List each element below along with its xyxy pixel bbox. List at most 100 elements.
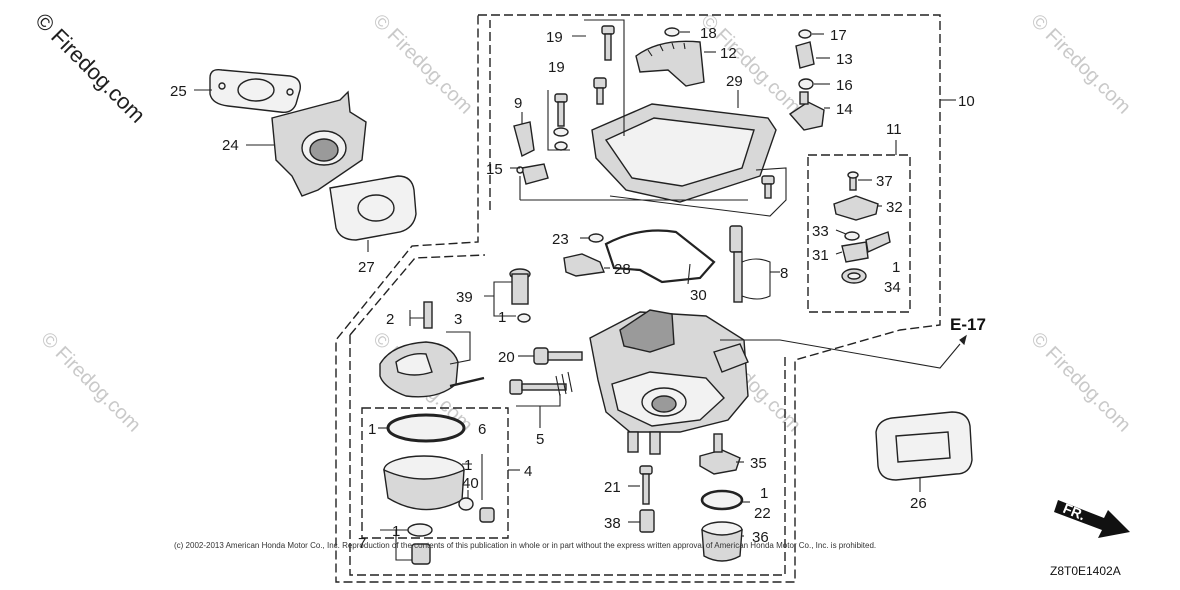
jet-38 [639,509,655,533]
callout-label: 12 [720,45,737,62]
callout-label: 19 [548,59,565,76]
screw-19a [601,25,615,61]
washer-23 [588,233,604,243]
callout-label: 29 [726,73,743,90]
callout-label: 6 [478,421,486,438]
callout-label: 39 [456,289,473,306]
plate-15 [516,163,549,185]
float-needle-8 [729,225,771,303]
float-chamber-group-4 [361,407,509,539]
drain-bolt-6 [479,507,495,523]
callout-label: 24 [222,137,239,154]
callout-label: 10 [958,93,975,110]
washer-40 [458,497,474,511]
diaphragm-35 [699,433,741,475]
front-arrow: FR. [1054,500,1130,538]
callout-label: 25 [170,83,187,100]
watermark-text: © Firedog.com [1026,328,1135,437]
callout-label: 21 [604,479,621,496]
bolt-right [761,175,775,199]
callout-label: 30 [690,287,707,304]
callout-label: 18 [700,25,717,42]
copyright-notice: (c) 2002-2013 American Honda Motor Co., … [174,541,876,550]
reference-e17: E-17 [950,315,986,346]
assembly-boundary-11 [807,154,911,313]
callout-label: 37 [876,173,893,190]
callout-label: 33 [812,223,829,240]
callout-label: 2 [386,311,394,328]
watermark-text: © Firedog.com [368,10,477,119]
bracket-28 [563,253,605,277]
callout-label: 1 [368,421,376,438]
callout-label: 8 [780,265,788,282]
screw-20 [533,347,583,365]
callout-label: 1 [392,523,400,540]
diaphragm-cover-32 [833,171,879,221]
gasket-30 [604,229,716,284]
o-ring-1f [700,489,744,511]
watermark-text: © Firedog.com [36,328,145,437]
callout-label: 17 [830,27,847,44]
arrow-right-icon [1054,500,1130,538]
callout-label: 22 [754,505,771,522]
callout-label: 1 [464,457,472,474]
callout-label: 4 [524,463,532,480]
float-3 [379,341,485,398]
callout-labels: 25 24 27 19 18 12 19 9 29 15 17 13 16 14… [170,25,975,552]
callout-label: 27 [358,259,375,276]
insulator-24 [271,90,367,197]
watermark-text: © Firedog.com [1026,10,1135,119]
gasket-26 [875,411,973,481]
callout-label: 14 [836,101,853,118]
cap-36 [701,521,743,562]
callout-label: 5 [536,431,544,448]
needle-2 [423,301,433,329]
pilot-screw-5 [509,371,573,397]
callout-label: 1 [760,485,768,502]
callout-label: 38 [604,515,621,532]
choke-parts [788,29,825,131]
callout-label: 7 [358,535,366,552]
assembly-outline [335,14,941,583]
callout-label: 34 [884,279,901,296]
gasket-27 [329,175,417,241]
washer-18 [664,27,680,37]
callout-label: 23 [552,231,569,248]
watermark-layer: © Firedog.com © Firedog.com © Firedog.co… [30,8,1135,437]
lever-31 [841,231,891,263]
callout-label: 28 [614,261,631,278]
callout-label: 1 [892,259,900,276]
jet-assembly-39 [509,268,531,323]
assembly-boundary-10 [335,14,941,583]
callout-label: 1 [498,309,506,326]
callout-label: 3 [454,311,462,328]
callout-label: 20 [498,349,515,366]
callout-label: 9 [514,95,522,112]
o-ring-1c [386,413,466,443]
callout-label: 35 [750,455,767,472]
carburetor-body [589,309,749,455]
callout-label: 16 [836,77,853,94]
diagram-code: Z8T0E1402A [1050,564,1121,578]
bolt-top-29 [593,77,607,105]
callout-label: 36 [752,529,769,546]
leader-lines [194,19,961,561]
seal-34 [841,268,867,284]
front-label: FR. [1061,500,1088,523]
callout-label: 31 [812,247,829,264]
callout-label: 19 [546,29,563,46]
screw-19b [553,93,569,151]
carburetor-top-cover-29 [591,103,777,203]
lever-9 [513,121,535,158]
callout-label: 40 [462,475,479,492]
assembly-boundary-inner [349,20,786,576]
callout-label: 15 [486,161,503,178]
plug-7 [407,523,433,565]
reference-label: E-17 [950,315,986,334]
callout-label: 32 [886,199,903,216]
callout-label: 11 [886,121,902,138]
jet-21 [639,465,653,505]
callout-label: 13 [836,51,853,68]
gasket-25 [209,68,301,114]
